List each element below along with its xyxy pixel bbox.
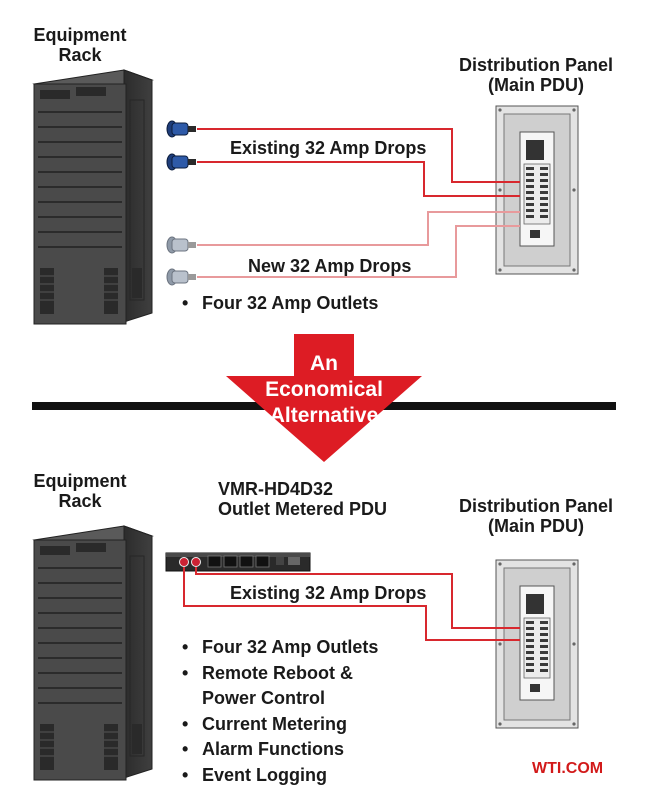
- pdu-cable-2: [195, 567, 520, 629]
- feature-item-continued: Power Control: [202, 688, 326, 708]
- pdu-model-title: VMR-HD4D32 Outlet Metered PDU: [218, 479, 388, 520]
- new-cable-1: [197, 211, 520, 246]
- existing-drops-top-label: Existing 32 Amp Drops: [230, 138, 427, 158]
- feature-item: Event Logging: [176, 763, 378, 789]
- distribution-panel-bottom-title: Distribution Panel (Main PDU): [458, 496, 613, 537]
- plug-new-1-icon: [166, 236, 197, 254]
- feature-item: Current Metering: [176, 712, 378, 738]
- brand-label: WTI.COM: [532, 760, 604, 777]
- new-drops-label: New 32 Amp Drops: [248, 256, 412, 276]
- distribution-panel-top-icon: [495, 105, 579, 275]
- equipment-rack-top-icon: [33, 69, 153, 325]
- feature-item: Alarm Functions: [176, 737, 378, 763]
- economical-alternative-arrow: [226, 334, 422, 462]
- equipment-rack-bottom-icon: [33, 525, 153, 781]
- top-outlet-item: Four 32 Amp Outlets: [176, 291, 378, 317]
- equipment-rack-bottom-title: Equipment Rack: [33, 471, 127, 512]
- equipment-rack-top-title: Equipment Rack: [33, 25, 127, 66]
- rack-pdu-icon: [165, 552, 311, 572]
- distribution-panel-bottom-icon: [495, 559, 579, 729]
- arrow-caption: An Economical Alternative: [265, 352, 383, 427]
- feature-item: Remote Reboot &: [176, 661, 378, 687]
- existing-drops-bottom-label: Existing 32 Amp Drops: [230, 583, 427, 603]
- plug-existing-2-icon: [166, 153, 197, 171]
- plug-existing-1-icon: [166, 120, 197, 138]
- existing-cable-1: [197, 128, 520, 183]
- existing-cable-2: [197, 161, 520, 197]
- new-cable-2: [197, 225, 520, 278]
- feature-item: Four 32 Amp Outlets: [176, 635, 378, 661]
- distribution-panel-top-title: Distribution Panel (Main PDU): [458, 55, 613, 96]
- top-outlet-list: Four 32 Amp Outlets: [176, 291, 378, 317]
- feature-list: Four 32 Amp Outlets Remote Reboot & Powe…: [176, 635, 378, 788]
- plug-new-2-icon: [166, 268, 197, 286]
- pdu-cable-1: [183, 567, 520, 641]
